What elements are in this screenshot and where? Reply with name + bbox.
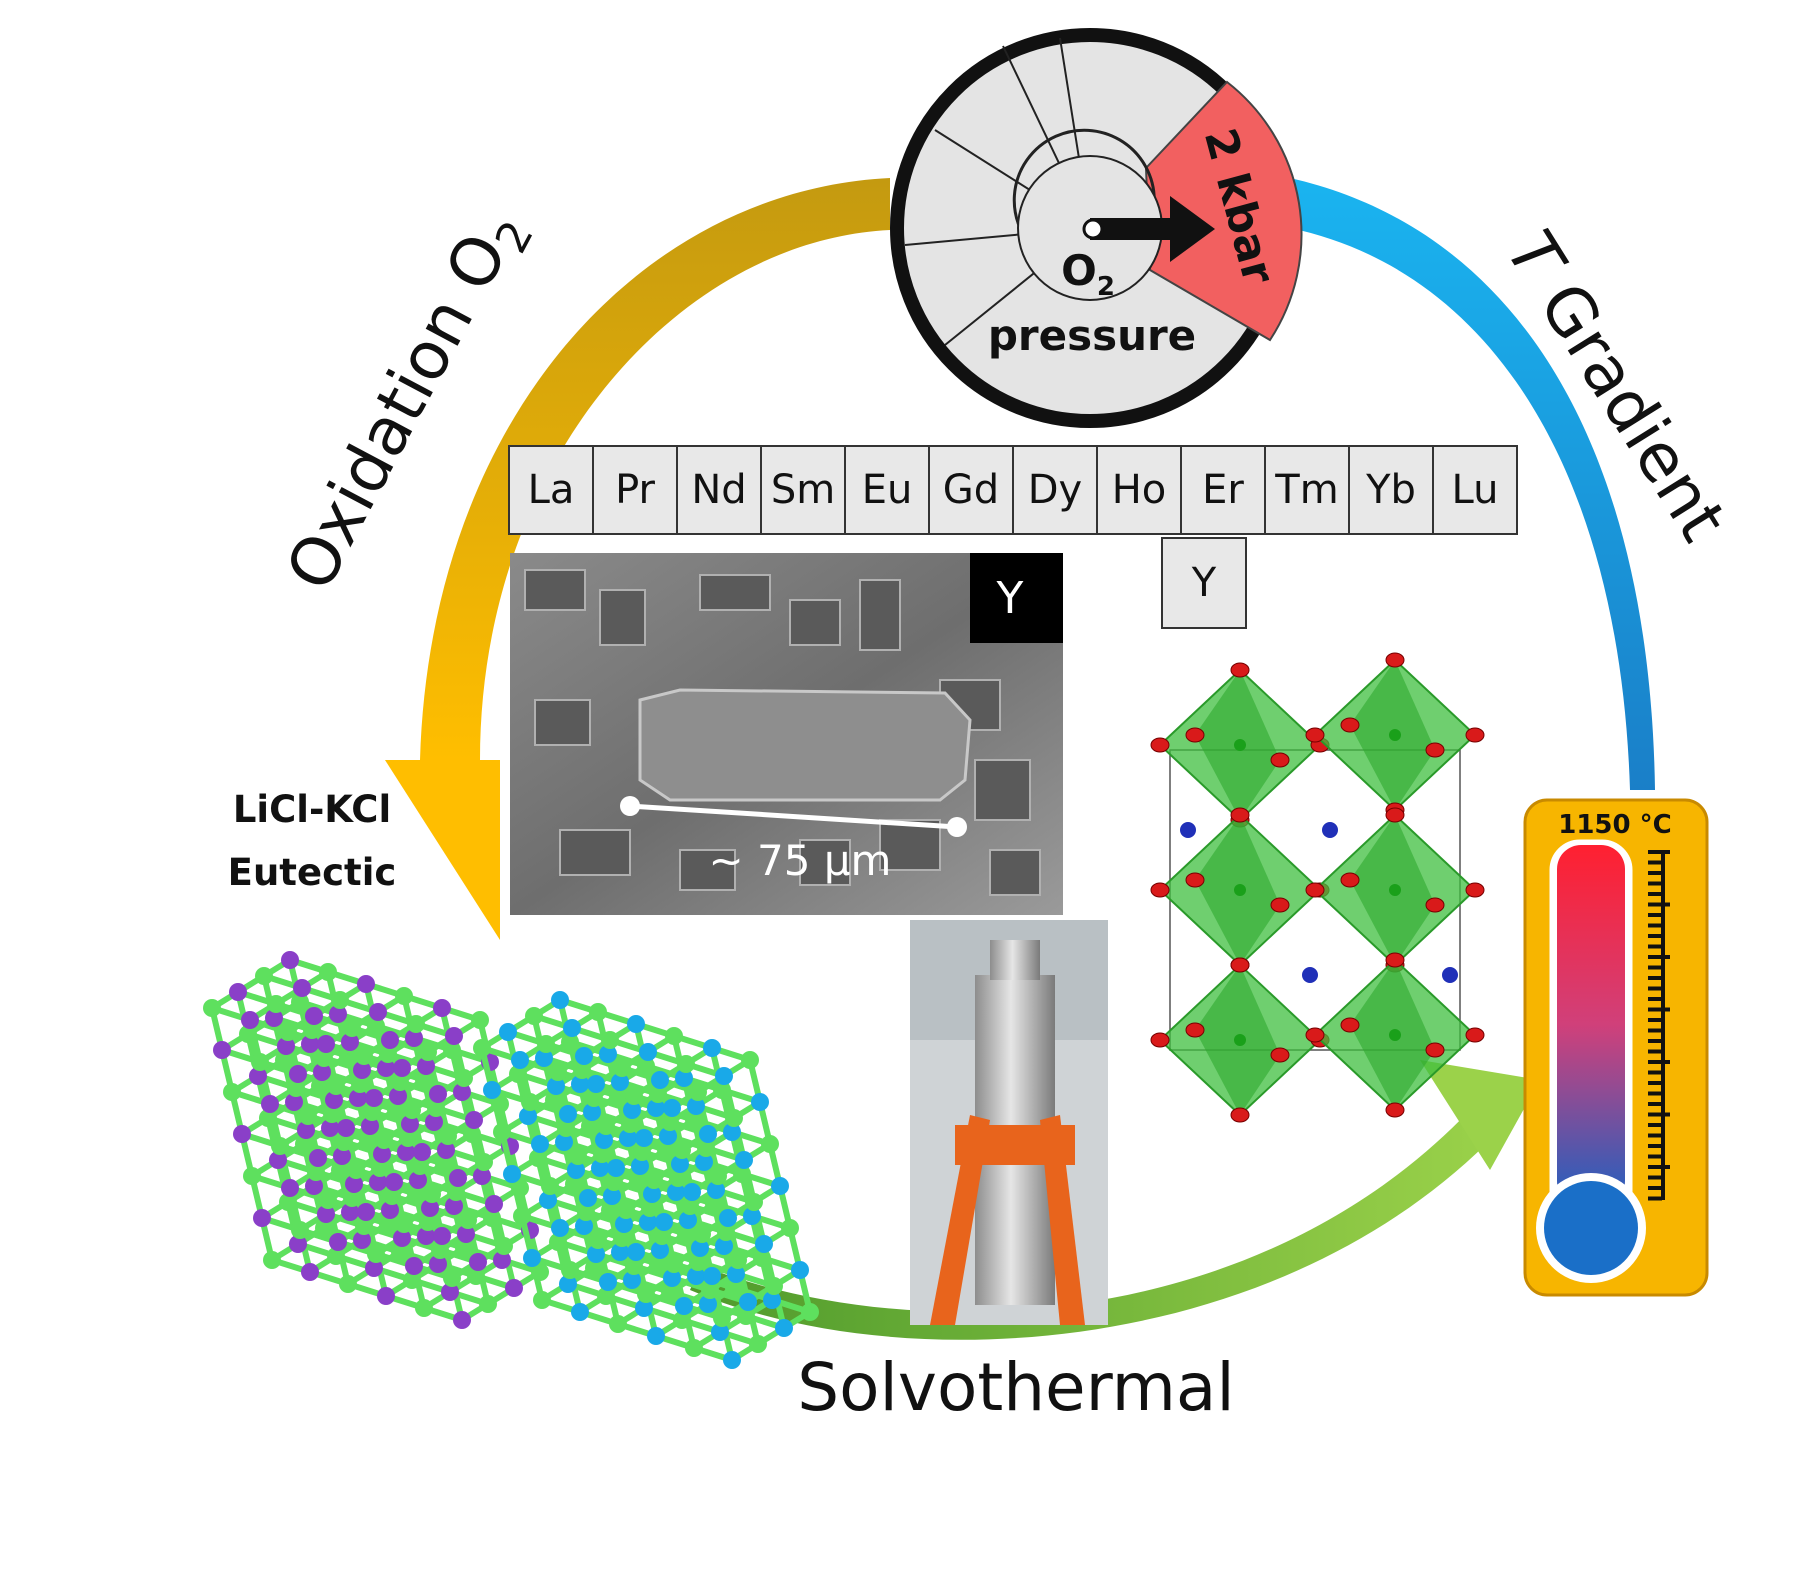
gauge-label-pressure: pressure	[988, 311, 1196, 360]
element-cell-gd: Gd	[928, 445, 1014, 535]
autoclave-photo	[910, 920, 1108, 1325]
sem-micrograph: Y ~ 75 μm	[510, 553, 1063, 915]
lattice-structure-left	[203, 951, 549, 1329]
oxidation-arrowhead	[385, 760, 500, 940]
solvothermal-arc	[690, 1060, 1540, 1340]
gauge-high-sector	[1144, 80, 1303, 342]
lattice-structure-right	[473, 991, 819, 1369]
element-cell-pr: Pr	[592, 445, 678, 535]
sem-scale-bar	[629, 803, 958, 830]
element-cell-tm: Tm	[1264, 445, 1350, 535]
gauge-label-sub: 2	[1097, 272, 1115, 302]
thermometer-scale	[1648, 850, 1670, 1201]
sem-tag: Y	[996, 573, 1024, 624]
octahedral-structure	[1150, 652, 1485, 1123]
solvothermal-arrowhead	[1420, 1060, 1540, 1170]
element-cell-dy: Dy	[1012, 445, 1098, 535]
element-cell-nd: Nd	[676, 445, 762, 535]
thermometer-temperature: 1150 °C	[1558, 810, 1672, 840]
element-cell-eu: Eu	[844, 445, 930, 535]
gauge-label-o: O	[1061, 246, 1097, 295]
flux-label-line1: LiCl-KCl	[233, 788, 391, 831]
element-cell-lu: Lu	[1432, 445, 1518, 535]
element-cell-y: Y	[1161, 537, 1247, 629]
element-cell-er: Er	[1180, 445, 1266, 535]
thermometer-column	[1557, 845, 1625, 1205]
sem-tag-box	[970, 553, 1063, 643]
element-cell-yb: Yb	[1348, 445, 1434, 535]
pressure-gauge: 2 kbar O2 pressure	[890, 28, 1303, 428]
sem-scale-label: ~ 75 μm	[709, 836, 892, 885]
gauge-needle	[1090, 218, 1175, 240]
thermometer: 1150 °C	[1523, 798, 1709, 1297]
sem-large-crystal	[638, 688, 972, 802]
element-cell-sm: Sm	[760, 445, 846, 535]
element-cell-la: La	[508, 445, 594, 535]
element-cell-ho: Ho	[1096, 445, 1182, 535]
autoclave-stand-left	[930, 1115, 990, 1325]
svg-text:O2: O2	[1061, 246, 1115, 302]
flux-label-line2: Eutectic	[228, 851, 397, 894]
autoclave-stand-right	[1040, 1115, 1085, 1325]
solvothermal-label: Solvothermal	[797, 1349, 1234, 1426]
